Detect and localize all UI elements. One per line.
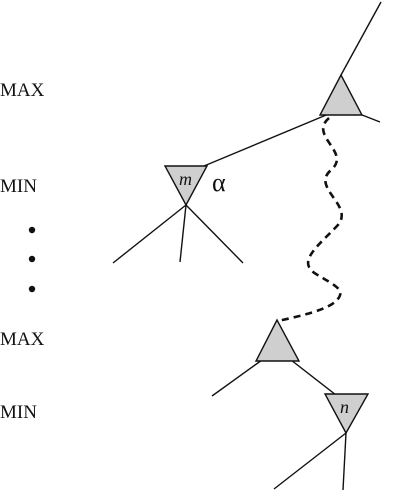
level-label-max-top: MAX: [0, 80, 45, 101]
lower-max-left-edge: [211, 359, 263, 397]
edge-max-to-m: [203, 112, 332, 167]
ellipsis-dots: [28, 226, 36, 293]
node-m-label: m: [179, 169, 192, 189]
level-label-max-bottom: MAX: [0, 329, 45, 350]
m-child-edge-middle: [179, 204, 187, 263]
min-node-m: [163, 165, 209, 207]
wavy-path: [277, 117, 343, 323]
min-node-n: [323, 393, 370, 435]
lower-max-to-n-edge: [290, 359, 337, 396]
max-node-top: [318, 73, 364, 116]
alpha-label: α: [212, 168, 226, 197]
level-label-min-bottom: MIN: [0, 402, 37, 423]
node-n-label: n: [340, 397, 349, 417]
root-edge: [340, 1, 382, 76]
max-node-bottom: [254, 318, 301, 362]
n-child-edge-right: [342, 432, 347, 491]
level-label-min-top: MIN: [0, 176, 37, 197]
n-child-edge-left: [273, 432, 347, 490]
m-child-edge-left: [112, 204, 187, 264]
m-child-edge-right: [185, 204, 244, 264]
